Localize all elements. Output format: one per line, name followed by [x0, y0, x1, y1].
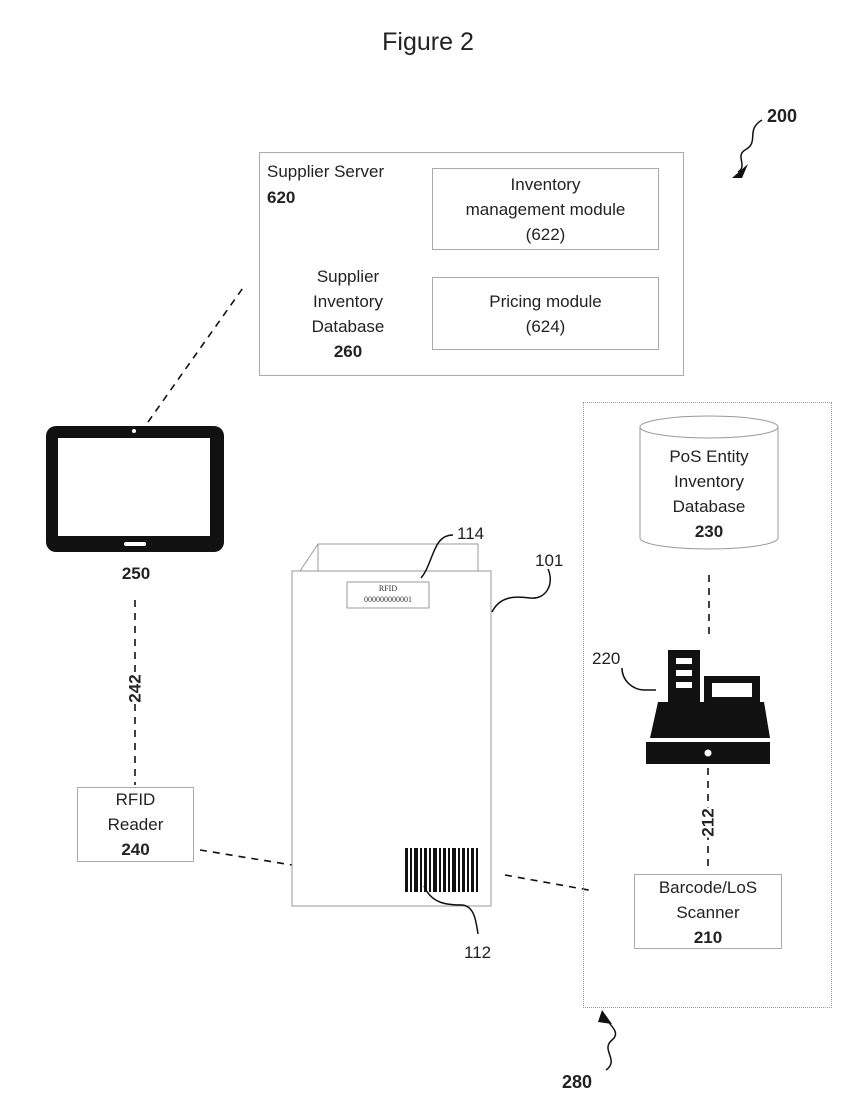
supplier-db-line1: Supplier: [285, 264, 411, 289]
tablet-server-link: [148, 285, 245, 422]
ref-114-label: 114: [457, 521, 484, 546]
supplier-db-label: Supplier Inventory Database 260: [285, 264, 411, 364]
rfid-reader-line1: RFID: [77, 787, 194, 812]
rfid-reader-line2: Reader: [77, 812, 194, 837]
figure-title: Figure 2: [0, 30, 856, 55]
item-scanner-link: [505, 875, 594, 891]
ref-220-label: 220: [592, 646, 620, 671]
ref-101-leader: [492, 569, 550, 612]
link-212-label: 212: [696, 808, 721, 838]
rfid-tag-label: RFID: [347, 583, 429, 594]
pos-db-ref: 230: [640, 519, 778, 544]
pricing-module-label: Pricing module (624): [432, 289, 659, 339]
ref-200-label: 200: [767, 104, 797, 129]
inventory-module-line2: management module: [432, 197, 659, 222]
pricing-module-line1: Pricing module: [432, 289, 659, 314]
pos-db-label: PoS Entity Inventory Database 230: [640, 444, 778, 544]
inventory-module-line3: (622): [432, 222, 659, 247]
rfid-reader-ref: 240: [77, 837, 194, 862]
ref-200-arrow: [738, 120, 762, 172]
pos-db-line3: Database: [640, 494, 778, 519]
scanner-line2: Scanner: [634, 900, 782, 925]
tablet-icon: [46, 426, 224, 552]
supplier-server-title: Supplier Server: [267, 159, 384, 184]
supplier-server-ref: 620: [267, 185, 295, 210]
reader-item-link: [200, 850, 292, 865]
item-back-sheet: [318, 544, 478, 571]
rfid-reader-label: RFID Reader 240: [77, 787, 194, 862]
inventory-module-label: Inventory management module (622): [432, 172, 659, 247]
tablet-ref: 250: [96, 561, 176, 586]
ref-280-label: 280: [562, 1070, 592, 1095]
inventory-module-line1: Inventory: [432, 172, 659, 197]
pos-db-line2: Inventory: [640, 469, 778, 494]
supplier-db-line2: Inventory: [285, 289, 411, 314]
ref-101-label: 101: [535, 548, 563, 573]
supplier-db-ref: 260: [285, 339, 411, 364]
item-sheet: [292, 571, 491, 906]
ref-200-arrowhead: [732, 164, 748, 178]
rfid-tag-text: RFID 000000000001: [347, 583, 429, 605]
pos-db-line1: PoS Entity: [640, 444, 778, 469]
rfid-tag-number: 000000000001: [347, 594, 429, 605]
scanner-ref: 210: [634, 925, 782, 950]
scanner-line1: Barcode/LoS: [634, 875, 782, 900]
ref-280-arrow: [604, 1016, 616, 1070]
supplier-db-line3: Database: [285, 314, 411, 339]
ref-280-arrowhead: [598, 1010, 612, 1024]
pricing-module-line2: (624): [432, 314, 659, 339]
ref-112-label: 112: [464, 940, 491, 965]
scanner-label: Barcode/LoS Scanner 210: [634, 875, 782, 950]
link-242-label: 242: [123, 674, 148, 704]
